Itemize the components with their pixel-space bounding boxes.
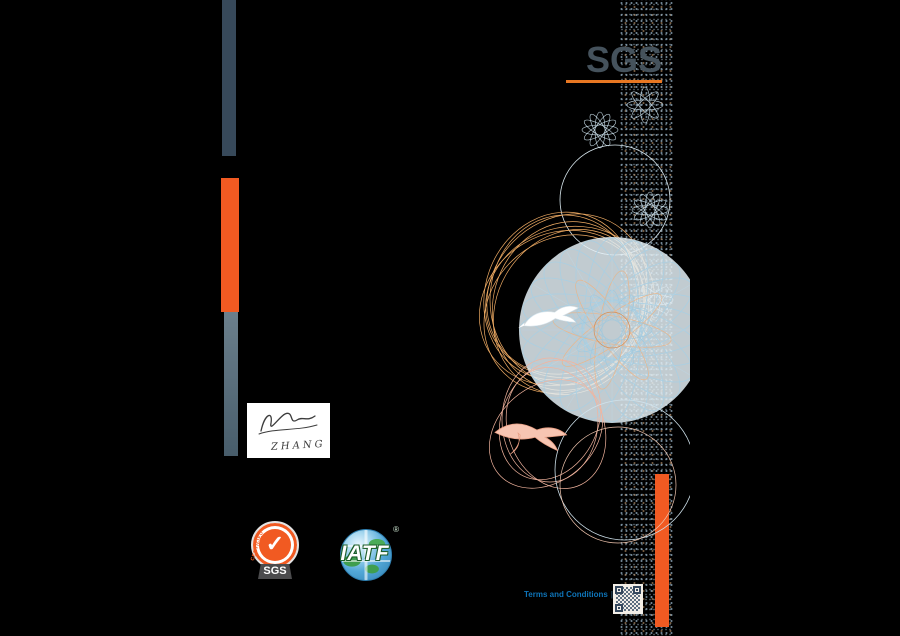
qr-code bbox=[613, 584, 643, 614]
iatf-logo-text: IATF bbox=[340, 542, 390, 565]
left-bar-bottom bbox=[224, 312, 238, 456]
footer-separator: | bbox=[610, 590, 613, 599]
guilloche-pattern bbox=[450, 86, 690, 544]
sgs-logo-text: SGS bbox=[585, 39, 662, 80]
registered-mark: ® bbox=[393, 525, 399, 534]
qr-finder-top-right bbox=[633, 586, 641, 594]
qr-finder-top-left bbox=[615, 586, 623, 594]
signature-name: ZHANG bbox=[270, 439, 326, 453]
badge-label: SGS bbox=[258, 564, 292, 579]
terms-link[interactable]: Terms and Conditions bbox=[524, 590, 608, 599]
rosette-small bbox=[581, 111, 619, 149]
lower-arcs bbox=[554, 399, 690, 544]
mandala-pattern bbox=[515, 233, 690, 427]
left-bar-top bbox=[222, 0, 236, 156]
qr-finder-bottom-left bbox=[615, 604, 623, 612]
right-bar-orange bbox=[655, 474, 669, 627]
iatf-logo: IATF ® bbox=[327, 525, 403, 583]
sgs-logo: SGS bbox=[566, 42, 662, 83]
left-bar-orange bbox=[221, 178, 239, 312]
badge-circle: ✓ bbox=[251, 521, 299, 569]
signature-scrawl: ZHANG bbox=[258, 412, 326, 453]
checkmark-icon: ✓ bbox=[265, 531, 285, 556]
bird-illustration bbox=[494, 423, 568, 455]
signature-box: ZHANG bbox=[247, 403, 330, 458]
rosette-small bbox=[626, 86, 664, 124]
sgs-logo-underline bbox=[566, 80, 662, 83]
globe-icon bbox=[340, 529, 392, 581]
rosette-small bbox=[631, 191, 669, 229]
sgs-certification-badge: CERTIFIED ✓ SGS bbox=[246, 521, 304, 589]
